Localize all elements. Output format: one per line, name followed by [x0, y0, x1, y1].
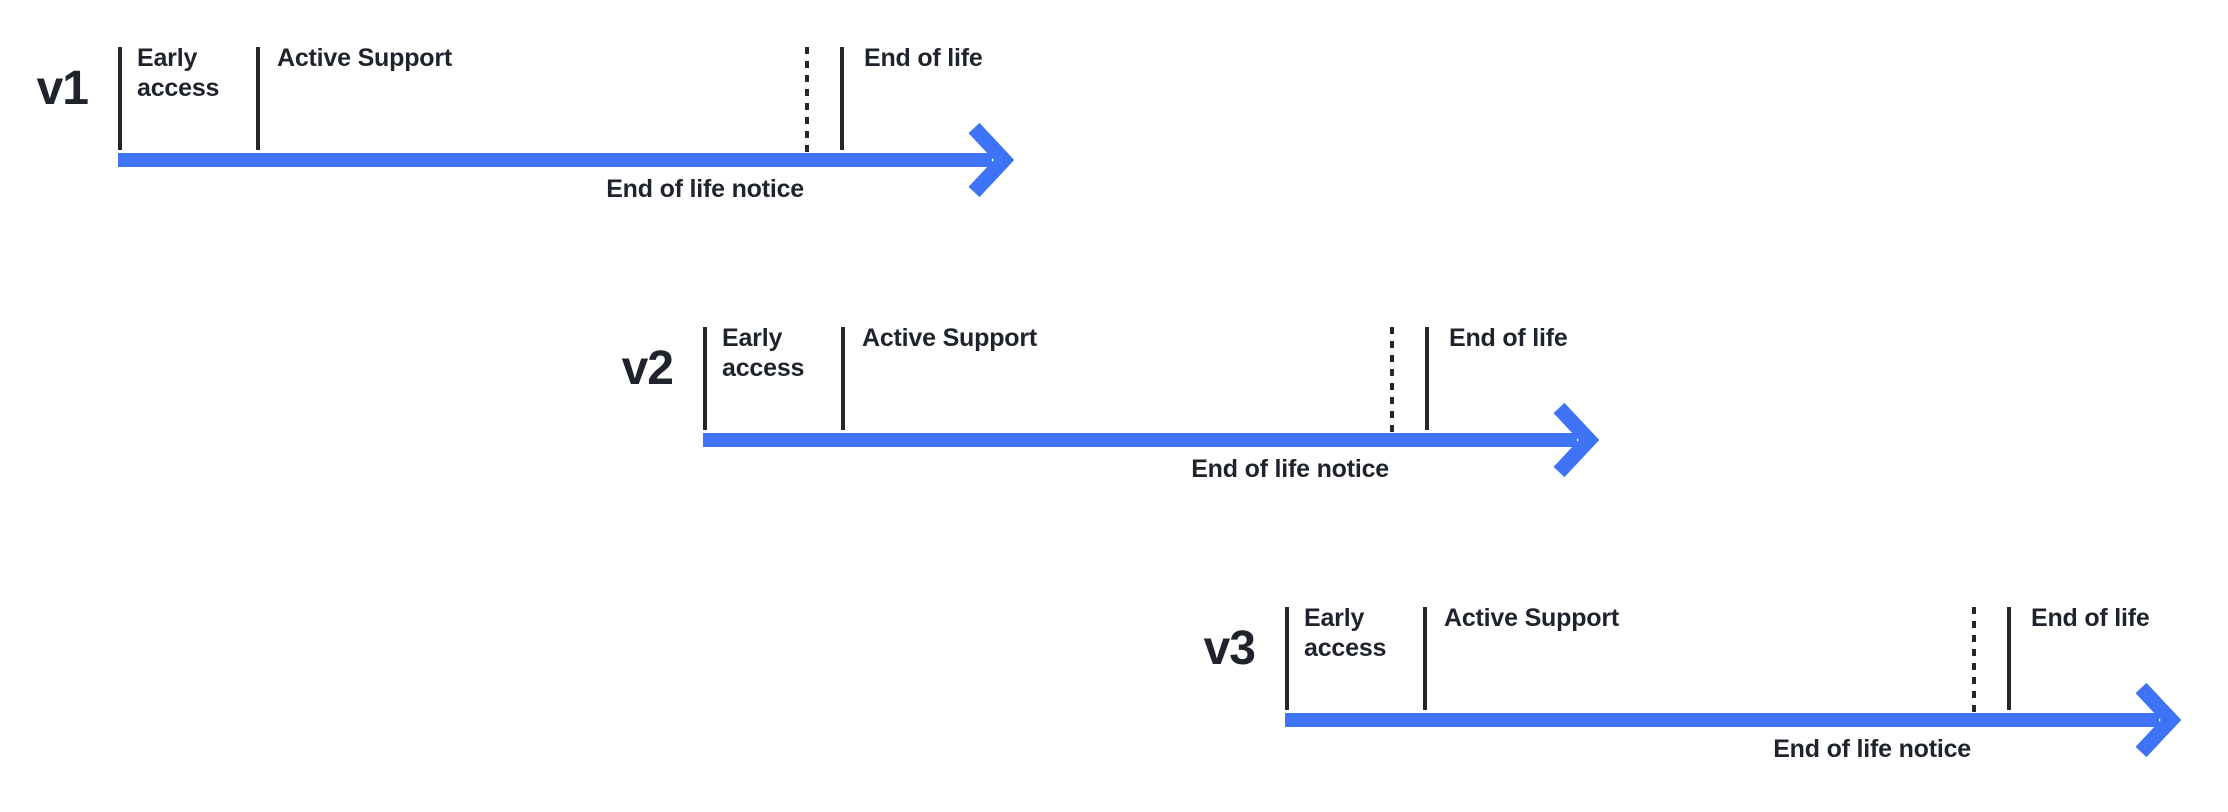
timeline-v2: v2 Early access Active Support End of li…	[622, 324, 1663, 497]
end-of-life-label: End of life	[1449, 324, 1568, 352]
end-of-life-notice-label: End of life notice	[1773, 735, 1971, 763]
active-support-label: Active Support	[277, 44, 452, 72]
timeline-arrowhead-icon	[1553, 402, 1600, 478]
active-support-label: Active Support	[1444, 604, 1619, 632]
early-access-label: Early access	[722, 324, 805, 382]
timeline-graphic	[703, 327, 1600, 478]
version-label: v3	[1203, 622, 1256, 675]
timeline-v3: v3 Early access Active Support End of li…	[1204, 604, 2228, 777]
version-label: v2	[621, 342, 674, 395]
timeline-arrowhead-icon	[2135, 682, 2182, 758]
timeline-arrow-shaft	[703, 433, 1577, 447]
early-access-label: Early access	[1304, 604, 1387, 662]
timeline-arrow-shaft	[118, 153, 992, 167]
timeline-graphic	[118, 47, 1015, 198]
end-of-life-label: End of life	[2031, 604, 2150, 632]
version-label: v1	[36, 62, 89, 115]
active-support-label: Active Support	[862, 324, 1037, 352]
end-of-life-label: End of life	[864, 44, 983, 72]
early-access-label: Early access	[137, 44, 220, 102]
end-of-life-notice-label: End of life notice	[1191, 455, 1389, 483]
timeline-arrow-shaft	[1285, 713, 2159, 727]
timeline-arrowhead-icon	[968, 122, 1015, 198]
timeline-v1: v1 Early access Active Support End of li…	[37, 44, 1078, 217]
end-of-life-notice-label: End of life notice	[606, 175, 804, 203]
timeline-graphic	[1285, 607, 2182, 758]
